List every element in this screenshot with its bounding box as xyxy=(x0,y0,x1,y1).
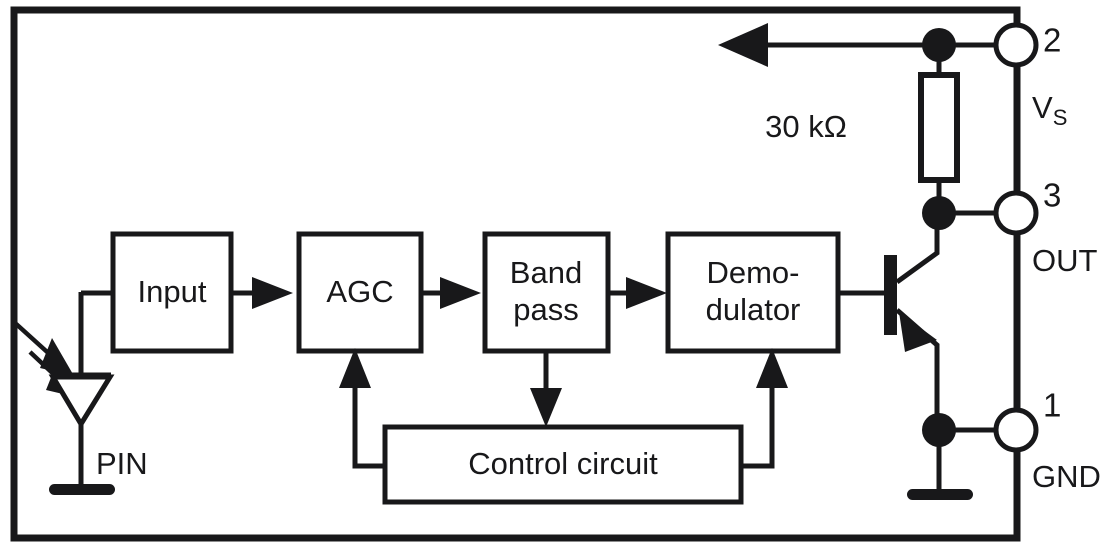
block-demodulator xyxy=(665,231,841,354)
block-bandpass-label-line1: Band xyxy=(510,255,582,290)
transistor-emitter-arrow xyxy=(899,312,937,352)
pin-2-name-sub: S xyxy=(1053,105,1068,130)
block-bandpass-label-line2: pass xyxy=(513,292,578,327)
signal-bandpass-to-control xyxy=(530,351,562,427)
pin-2-number: 2 xyxy=(1043,22,1061,59)
pin-3-terminal[interactable] xyxy=(993,190,1039,236)
feedback-control-to-agc xyxy=(339,348,385,469)
arrow-agc-to-bandpass xyxy=(421,277,481,309)
feedback-control-to-demodulator xyxy=(741,348,788,469)
photodiode-triangle xyxy=(48,374,115,429)
pin-1-number: 1 xyxy=(1043,387,1061,424)
photodiode-ground-symbol xyxy=(49,484,115,495)
pin-1-terminal[interactable] xyxy=(993,407,1039,453)
gnd-ground-symbol xyxy=(907,489,973,500)
block-agc xyxy=(296,231,424,354)
block-demodulator-label-line1: Demo- xyxy=(706,255,799,290)
pin-1-name: GND xyxy=(1032,459,1100,494)
block-input-label: Input xyxy=(138,274,207,309)
transistor-base-bar xyxy=(884,255,897,335)
resistor-value-label: 30 kΩ xyxy=(765,109,847,144)
pin-2-name: VS xyxy=(1032,90,1067,130)
pin-3-name: OUT xyxy=(1032,243,1098,278)
block-control-circuit-label: Control circuit xyxy=(468,446,658,481)
block-agc-label: AGC xyxy=(326,274,393,309)
arrow-input-to-agc xyxy=(231,277,293,309)
pin-2-name-main: V xyxy=(1032,90,1053,125)
photodiode-label: PIN xyxy=(96,446,148,481)
supply-distribution-arrow xyxy=(718,23,768,67)
pin-3-number: 3 xyxy=(1043,177,1061,214)
block-demodulator-label-line2: dulator xyxy=(706,292,801,327)
arrow-bandpass-to-demodulator xyxy=(608,277,667,309)
pin-2-terminal[interactable] xyxy=(993,22,1039,68)
resistor-30k xyxy=(918,72,960,183)
